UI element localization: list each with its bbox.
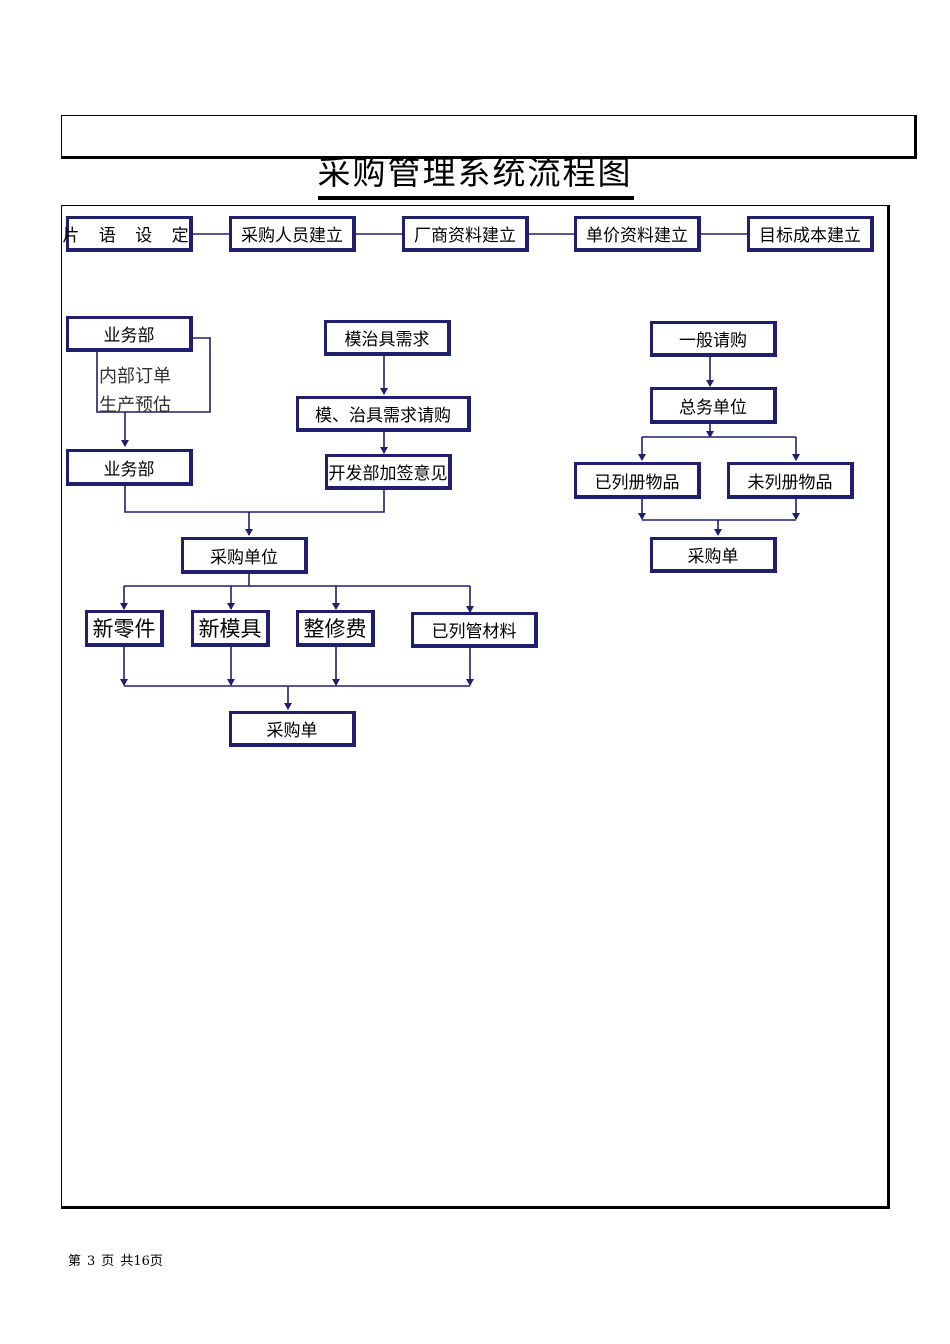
node-listed-material: 已列管材料 [411,612,538,648]
footer-page-label: 第 [68,1254,82,1269]
note-bracket [96,337,211,413]
node-general-affairs: 总务单位 [650,387,777,424]
node-sales-dept-bottom: 业务部 [66,449,193,486]
node-new-mold: 新模具 [191,610,270,647]
node-general-request: 一般请购 [650,321,777,357]
node-vendor-setup: 厂商资料建立 [402,216,529,252]
node-mold-need: 模治具需求 [324,320,451,356]
node-listed-items: 已列册物品 [574,462,701,499]
title-underline [318,196,634,200]
note-internal-order: 内部订单 [99,366,171,387]
node-buyer-setup: 采购人员建立 [229,216,356,252]
node-dev-sign: 开发部加签意见 [325,454,452,490]
note-production-forecast: 生产预估 [99,395,171,416]
node-repair-fee: 整修费 [296,610,375,647]
footer-page-unit: 页 [101,1254,115,1269]
header-box [61,115,917,159]
footer-page-number: 3 [87,1254,96,1269]
node-purchase-order-left: 采购单 [229,711,356,747]
node-sales-dept-top: 业务部 [66,316,193,352]
node-mold-request: 模、治具需求请购 [296,396,471,432]
merge-line [124,485,385,513]
footer-total: 共16页 [120,1254,163,1269]
node-new-part: 新零件 [85,610,164,647]
diagram-frame [61,205,890,1209]
node-unlisted-items: 未列册物品 [727,462,854,499]
page-title: 采购管理系统流程图 [317,153,633,192]
node-target-cost-setup: 目标成本建立 [747,216,874,252]
node-phrase-setup: 片 语 设 定 [62,216,193,252]
node-price-setup: 单价资料建立 [574,216,701,252]
node-purchase-order-right: 采购单 [650,537,777,573]
node-purchase-unit: 采购单位 [181,537,308,574]
